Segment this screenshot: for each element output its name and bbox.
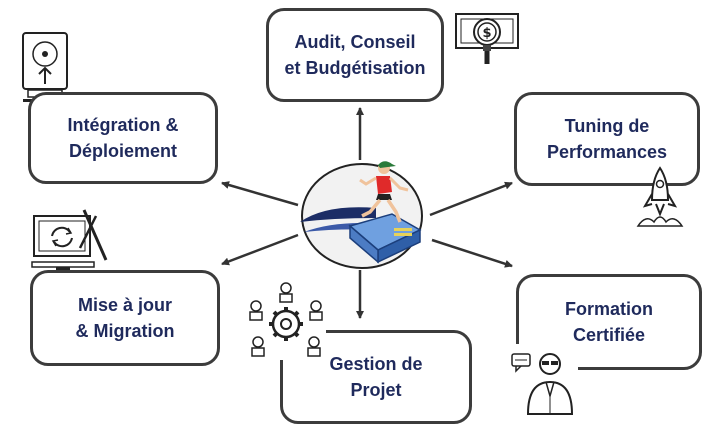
node-integration: Intégration & Déploiement — [28, 92, 218, 184]
node-audit-line-1: Audit, Conseil — [294, 32, 416, 52]
node-gestion-line-2: Projet — [350, 380, 402, 400]
arrow-to-tuning — [429, 181, 513, 217]
node-audit-line-2: et Budgétisation — [284, 58, 426, 78]
arrow-to-migration — [221, 233, 299, 266]
node-tuning-line-2: Performances — [546, 142, 668, 162]
arrow-to-formation — [431, 238, 513, 268]
arrow-to-integration — [221, 181, 299, 207]
monitor-tools-icon — [31, 209, 108, 272]
node-audit: Audit, Conseil et Budgétisation — [266, 8, 444, 102]
rocket-launch-icon — [636, 166, 684, 227]
money-magnifier-icon: $ — [455, 13, 519, 64]
node-migration-line-1: Mise à jour — [77, 295, 173, 315]
node-gestion-line-1: Gestion de — [329, 354, 423, 374]
team-gear-icon — [246, 280, 326, 360]
node-migration: Mise à jour & Migration — [30, 270, 220, 366]
svg-text:$: $ — [482, 26, 491, 41]
node-formation-line-2: Certifiée — [572, 325, 646, 345]
node-formation-line-1: Formation — [565, 299, 653, 319]
node-integration-line-1: Intégration & — [67, 115, 179, 135]
node-tuning: Tuning de Performances — [514, 92, 700, 186]
trainer-person-icon — [508, 344, 578, 418]
node-integration-line-2: Déploiement — [68, 141, 178, 161]
runner-on-network-connector-logo — [300, 161, 423, 269]
node-migration-line-2: & Migration — [75, 321, 175, 341]
hard-drive-upload-icon — [22, 32, 71, 102]
node-tuning-line-1: Tuning de — [564, 116, 650, 136]
